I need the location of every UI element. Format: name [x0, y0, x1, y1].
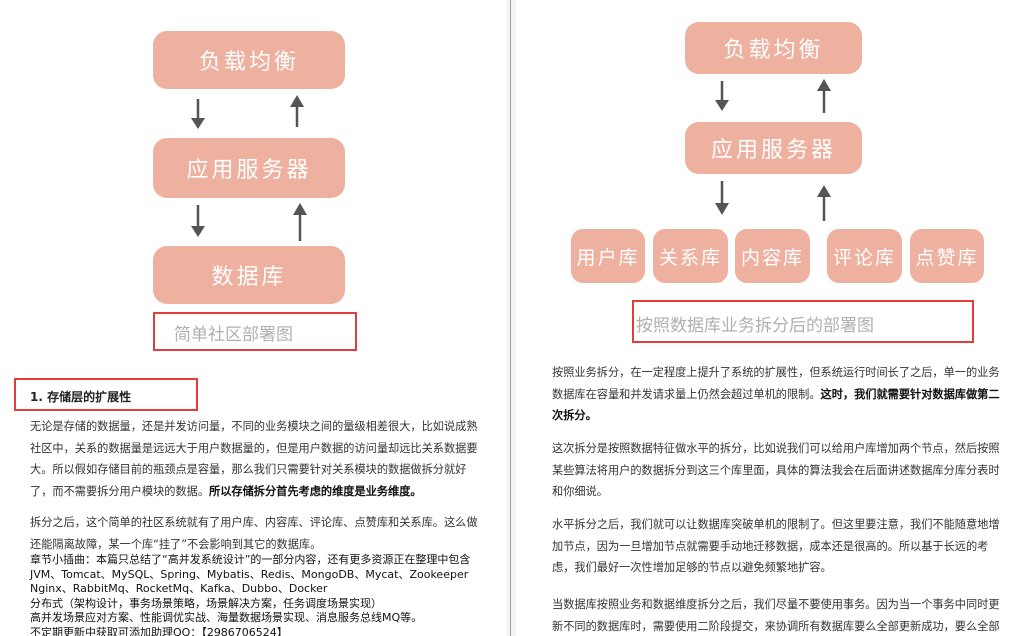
arrow-up-icon: [817, 185, 831, 221]
left-page: 负载均衡 应用服务器 数据库 简单社区部署图 1. 存储层的扩展性 无论是存储的…: [0, 0, 506, 636]
app-server-box: 应用服务器: [685, 122, 862, 174]
database-box: 数据库: [153, 246, 345, 304]
promo-notice: 章节小插曲：本篇只总结了“高并发系统设计”的一部分内容，还有更多资源正在整理中包…: [30, 553, 500, 636]
arrow-down-icon: [191, 99, 205, 129]
bold-sentence: 所以存储拆分首先考虑的维度是业务维度。: [209, 484, 422, 498]
load-balancer-label: 负载均衡: [198, 50, 299, 75]
page-gutter: [506, 0, 516, 636]
paragraph: 拆分之后，这个简单的社区系统就有了用户库、内容库、评论库、点赞库和关系库。这么做…: [30, 516, 478, 551]
app-server-label: 应用服务器: [710, 138, 836, 163]
caption-highlight-box: [632, 300, 974, 343]
arrow-up-icon: [293, 203, 307, 241]
promo-line: 不定期更新中获取可添加助理QQ：【2986706524】: [30, 625, 288, 636]
promo-line: 章节小插曲：本篇只总结了“高并发系统设计”的一部分内容，还有更多资源正在整理中包…: [30, 553, 471, 566]
relation-db-box: 关系库: [653, 229, 728, 283]
paragraph: 按照业务拆分，在一定程度上提升了系统的扩展性，但系统运行时间长了之后，单一的业务…: [552, 366, 1000, 423]
bold-sentence: 这时，我们就需要针对数据库做第二次拆分。: [552, 387, 1000, 423]
paragraph: 无论是存储的数据量，还是并发访问量，不同的业务模块之间的量级相差很大，比如说成熟…: [30, 420, 478, 498]
paragraph: 当数据库按照业务和数据维度拆分之后，我们尽量不要使用事务。因为当一个事务中同时更…: [552, 598, 1000, 633]
promo-line: 分布式（架构设计，事务场景策略，场景解决方案，任务调度场景实现）: [30, 596, 382, 610]
arrow-up-icon: [290, 95, 304, 127]
diagram-caption: 简单社区部署图: [174, 325, 293, 345]
arrow-down-icon: [715, 181, 729, 215]
promo-line: JVM、Tomcat、MySQL、Spring、Mybatis、Redis、Mo…: [30, 567, 469, 581]
comment-db-box: 评论库: [827, 229, 902, 283]
content-db-box: 内容库: [735, 229, 810, 283]
app-server-box: 应用服务器: [153, 138, 345, 198]
load-balancer-box: 负载均衡: [153, 31, 345, 89]
user-db-box: 用户库: [571, 229, 645, 283]
arrow-down-icon: [715, 81, 729, 111]
promo-line: Nginx、RabbitMq、RocketMq、Kafka、Dubbo、Dock…: [30, 582, 328, 595]
arrow-up-icon: [817, 79, 831, 113]
comment-db-label: 评论库: [832, 246, 896, 269]
page-divider: [510, 0, 511, 636]
paragraph: 水平拆分之后，我们就可以让数据库突破单机的限制了。但这里要注意，我们不能随意地增…: [552, 518, 1000, 574]
paragraph: 这次拆分是按照数据特征做水平的拆分，比如说我们可以给用户库增加两个节点，然后按照…: [552, 442, 1000, 498]
content-db-label: 内容库: [740, 246, 804, 269]
caption-highlight-box: [153, 312, 357, 351]
like-db-box: 点赞库: [910, 229, 984, 283]
right-page: 负载均衡 应用服务器 用户库 关系库 内容库 评论库 点赞库 按照数据库业务拆分…: [516, 0, 1016, 636]
database-label: 数据库: [211, 265, 287, 290]
promo-line: 高并发场景应对方案、性能调优实战、海量数据场景实现、消息服务总线MQ等。: [30, 611, 423, 624]
heading-highlight-box: [14, 378, 198, 411]
user-db-label: 用户库: [576, 246, 640, 269]
arrow-down-icon: [191, 205, 205, 237]
section-heading: 1. 存储层的扩展性: [30, 390, 132, 404]
relation-db-label: 关系库: [658, 246, 722, 269]
like-db-label: 点赞库: [915, 246, 979, 269]
diagram-caption: 按照数据库业务拆分后的部署图: [636, 316, 874, 336]
load-balancer-box: 负载均衡: [685, 22, 862, 74]
load-balancer-label: 负载均衡: [723, 38, 824, 63]
app-server-label: 应用服务器: [186, 158, 312, 183]
